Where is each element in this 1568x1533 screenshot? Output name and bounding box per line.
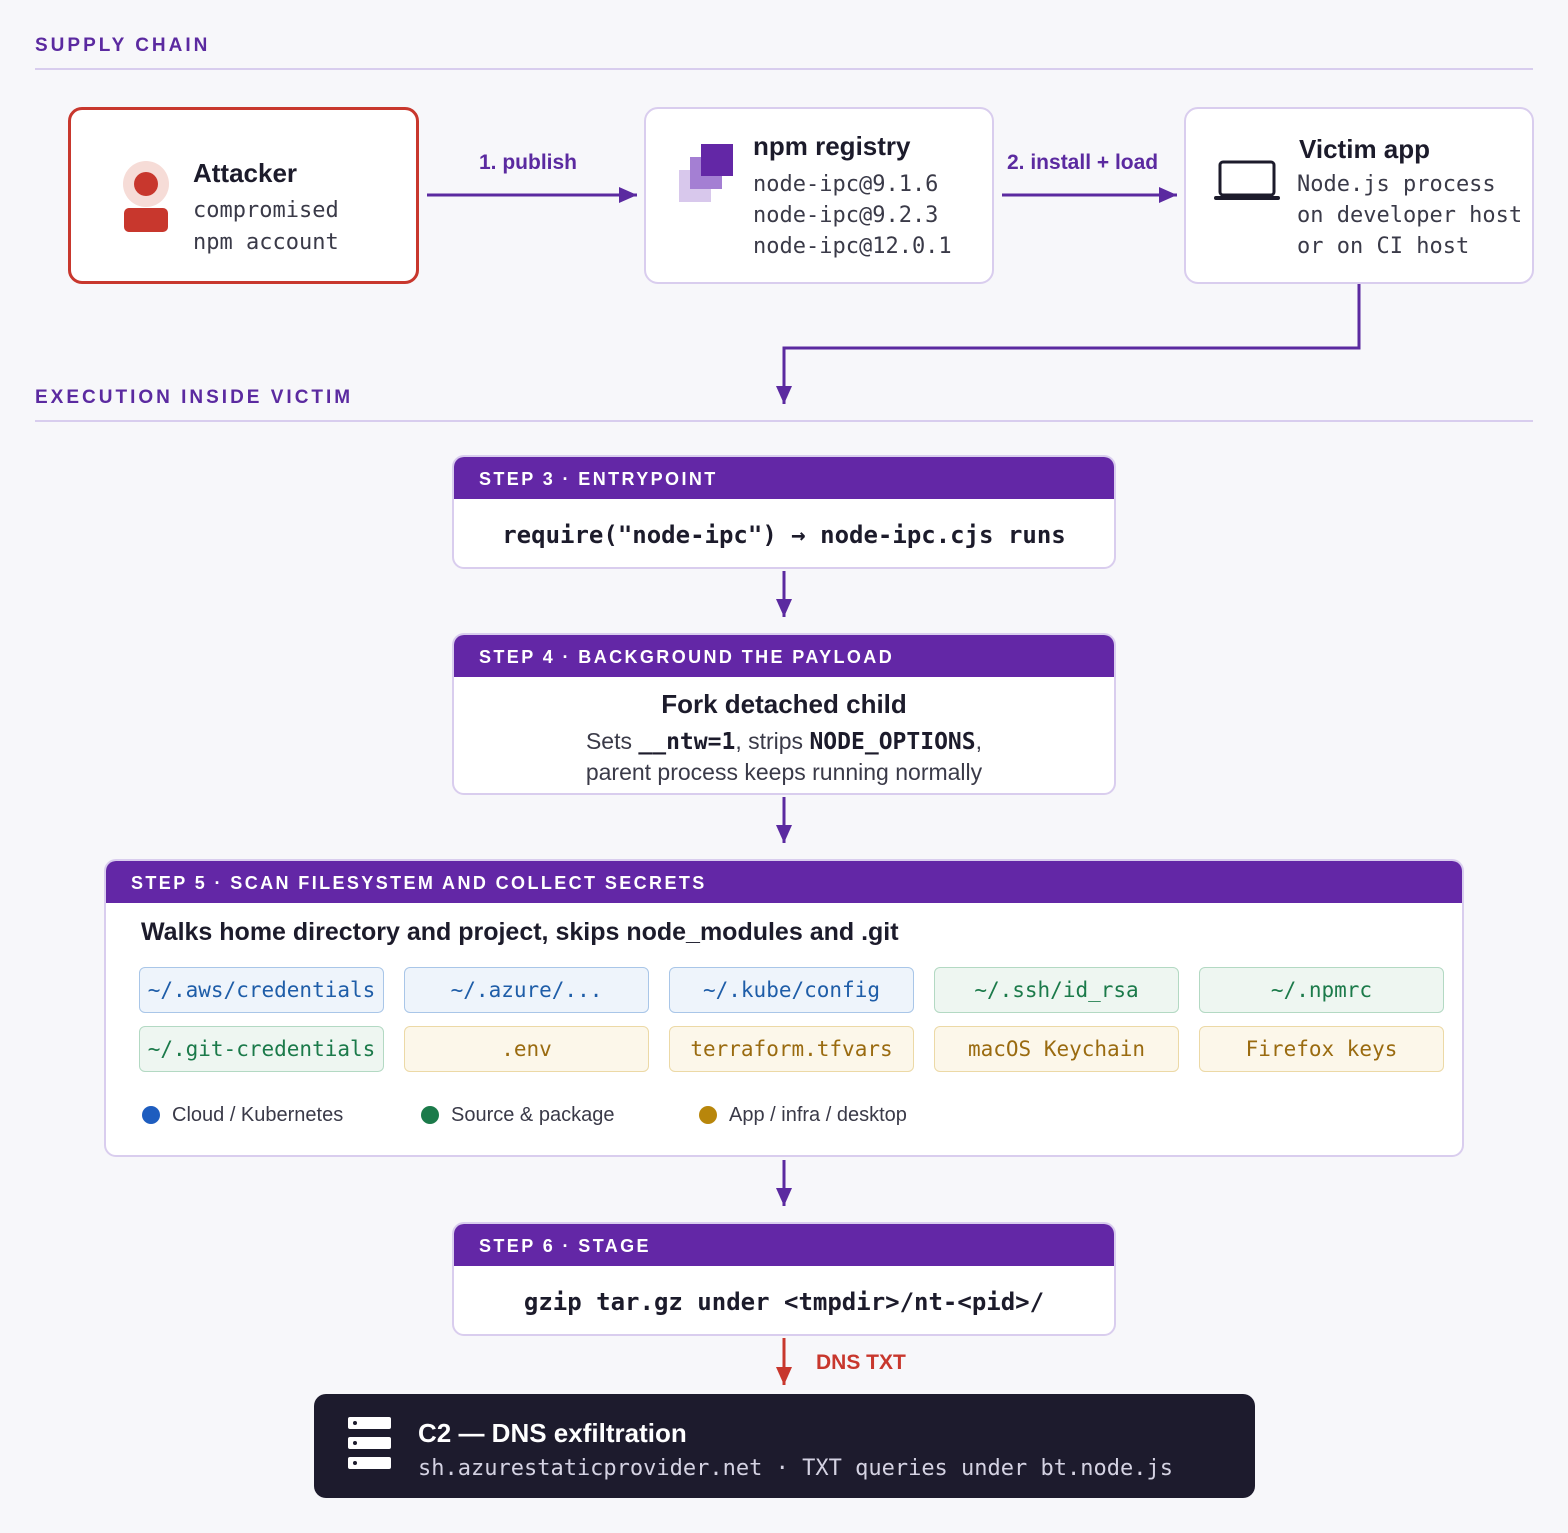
secret-path-chip: terraform.tfvars — [669, 1026, 914, 1072]
registry-title: npm registry — [753, 131, 911, 161]
step6-code: gzip tar.gz under <tmpdir>/nt-<pid>/ — [523, 1288, 1045, 1316]
attacker-card: Attacker compromised npm account — [68, 107, 419, 284]
legend-dot — [699, 1106, 717, 1124]
registry-card: npm registry node-ipc@9.1.6 node-ipc@9.2… — [644, 107, 994, 284]
laptop-icon — [1214, 160, 1280, 200]
victim-line: on developer host — [1297, 203, 1523, 228]
secret-path-chip: ~/.aws/credentials — [139, 967, 384, 1013]
legend-item-source: Source & package — [421, 1104, 614, 1127]
c2-panel: C2 — DNS exfiltration sh.azurestaticprov… — [314, 1394, 1255, 1498]
secret-path-chip: ~/.azure/... — [404, 967, 649, 1013]
secret-path-chip: ~/.kube/config — [669, 967, 914, 1013]
attacker-line: compromised — [193, 198, 339, 223]
registry-version: node-ipc@12.0.1 — [753, 234, 952, 259]
secret-path-chip: ~/.npmrc — [1199, 967, 1444, 1013]
step6-header: STEP 6 · STAGE — [454, 1224, 1114, 1266]
step5-header: STEP 5 · SCAN FILESYSTEM AND COLLECT SEC… — [106, 861, 1462, 903]
secret-path-chip: ~/.git-credentials — [139, 1026, 384, 1072]
legend-item-app: App / infra / desktop — [699, 1104, 907, 1127]
victim-title: Victim app — [1299, 134, 1431, 164]
attacker-line: npm account — [193, 230, 339, 255]
secret-path-chip: .env — [404, 1026, 649, 1072]
secret-path-chip: macOS Keychain — [934, 1026, 1179, 1072]
step4-detail-line2: parent process keeps running normally — [585, 759, 983, 785]
legend-label: Cloud / Kubernetes — [172, 1104, 344, 1126]
step4-card: STEP 4 · BACKGROUND THE PAYLOAD Fork det… — [452, 633, 1116, 795]
legend-item-cloud: Cloud / Kubernetes — [142, 1104, 343, 1127]
victim-line: or on CI host — [1297, 234, 1470, 259]
legend-dot — [421, 1106, 439, 1124]
registry-version: node-ipc@9.1.6 — [753, 172, 939, 197]
legend-dot — [142, 1106, 160, 1124]
step6-card: STEP 6 · STAGE gzip tar.gz under <tmpdir… — [452, 1222, 1116, 1336]
secret-path-chip: ~/.ssh/id_rsa — [934, 967, 1179, 1013]
env-var-code: __ntw=1 — [638, 729, 736, 755]
step4-detail-text: , strips — [735, 728, 810, 754]
package-stack-icon — [679, 144, 733, 202]
step4-detail: Sets __ntw=1, strips NODE_OPTIONS, — [454, 728, 1114, 755]
step4-detail-text: , — [975, 728, 983, 754]
edge-label-publish: 1. publish — [479, 151, 578, 174]
edge-label-dns-txt: DNS TXT — [816, 1351, 906, 1374]
step3-code: require("node-ipc") → node-ipc.cjs runs — [502, 521, 1066, 549]
c2-title: C2 — DNS exfiltration — [418, 1418, 687, 1448]
secret-path-chip: Firefox keys — [1199, 1026, 1444, 1072]
victim-line: Node.js process — [1297, 172, 1496, 197]
attacker-title: Attacker — [193, 158, 298, 188]
legend-label: App / infra / desktop — [729, 1104, 907, 1126]
step4-detail-text: Sets — [585, 728, 639, 754]
section-title-supply-chain: SUPPLY CHAIN — [35, 35, 211, 56]
env-var-code: NODE_OPTIONS — [809, 729, 976, 755]
registry-version: node-ipc@9.2.3 — [753, 203, 939, 228]
victim-card: Victim app Node.js process on developer … — [1184, 107, 1534, 284]
arrow-to-execution — [776, 284, 1361, 404]
attacker-icon — [123, 161, 169, 232]
step3-header: STEP 3 · ENTRYPOINT — [454, 457, 1114, 499]
legend-label: Source & package — [451, 1104, 615, 1126]
step5-card: STEP 5 · SCAN FILESYSTEM AND COLLECT SEC… — [104, 859, 1464, 1157]
edge-label-install: 2. install + load — [1007, 151, 1159, 174]
section-divider — [35, 68, 1533, 70]
step4-title: Fork detached child — [661, 689, 907, 719]
section-title-execution: EXECUTION INSIDE VICTIM — [35, 387, 354, 408]
step5-subtitle: Walks home directory and project, skips … — [141, 918, 899, 946]
c2-detail: sh.azurestaticprovider.net · TXT queries… — [418, 1456, 1173, 1481]
section-divider — [35, 420, 1533, 422]
step4-header: STEP 4 · BACKGROUND THE PAYLOAD — [454, 635, 1114, 677]
server-icon — [348, 1417, 391, 1469]
step3-card: STEP 3 · ENTRYPOINT require("node-ipc") … — [452, 455, 1116, 569]
